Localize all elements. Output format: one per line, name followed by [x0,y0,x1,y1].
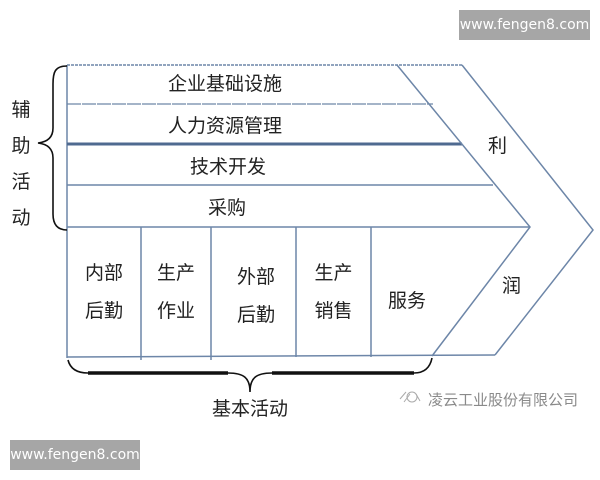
support-row-technology-development: 技术开发 [190,156,267,178]
primary-cell-inbound-logistics: 内部 后勤 [67,254,141,330]
wechat-logo-icon [399,391,421,403]
primary-cell-operations: 生产 作业 [141,254,211,330]
cell-line: 后勤 [84,300,123,322]
cell-line: 服务 [387,290,426,312]
margin-label-top: 利 [488,135,508,157]
support-label-char: 助 [11,135,31,157]
cell-line: 生产 [314,262,353,284]
support-row-procurement: 采购 [208,197,247,219]
primary-bottom-line [66,354,496,358]
primary-cell-service: 服务 [371,282,443,320]
watermark-bottom-left: www.fengen8.com [10,440,140,470]
cell-line: 作业 [156,300,195,322]
primary-cell-outbound-logistics: 外部 后勤 [216,258,296,334]
cell-line: 后勤 [236,304,275,326]
support-brace [37,65,68,231]
primary-cell-marketing-sales: 生产 销售 [296,254,371,330]
support-row-hr-management: 人力资源管理 [168,115,283,137]
cell-line: 外部 [236,266,275,288]
support-label-char: 动 [11,207,31,229]
inner-chevron [396,64,531,357]
support-activities-label: 辅 助 活 动 [10,92,32,236]
margin-label-bottom: 润 [502,275,522,297]
support-label-char: 活 [11,171,31,193]
outer-chevron [461,64,594,356]
support-label-char: 辅 [11,99,31,121]
primary-brace [67,357,433,393]
support-row-infrastructure: 企业基础设施 [168,73,283,95]
cell-line: 内部 [84,262,123,284]
cell-line: 生产 [156,262,195,284]
primary-activities-label: 基本活动 [212,398,289,420]
source-company: 凌云工业股份有限公司 [428,391,579,409]
watermark-top-right: www.fengen8.com [459,10,590,40]
cell-line: 销售 [314,300,353,322]
